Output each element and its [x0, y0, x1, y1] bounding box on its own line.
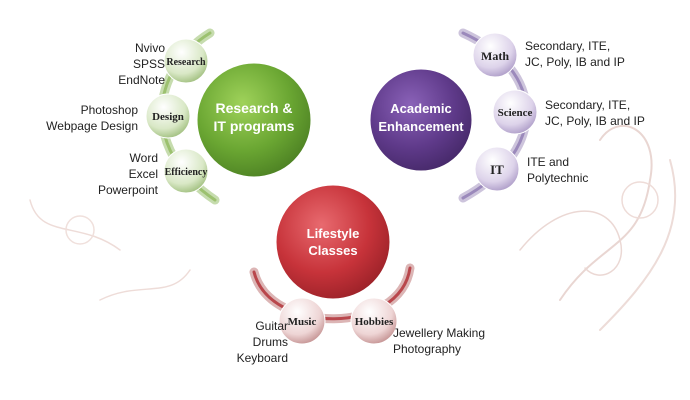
detail-line: Guitar [255, 319, 288, 333]
detail-line: ITE and [527, 155, 570, 169]
academic-hub-title: Academic [390, 101, 451, 116]
academic-node-math: Math [472, 32, 518, 78]
detail-line: Drums [252, 335, 288, 349]
research-hub-circle [196, 62, 312, 178]
detail-line: Webpage Design [46, 119, 138, 133]
lifestyle-node-hobbies: Hobbies [350, 297, 398, 345]
music-details: Guitar Drums Keyboard [237, 318, 288, 366]
academic-hub-title-2: Enhancement [378, 119, 464, 134]
research-hub-title: Research & [215, 100, 292, 116]
hobbies-details: Jewellery Making Photography [393, 325, 485, 357]
academic-node-science: Science [492, 89, 538, 135]
detail-line: Keyboard [236, 351, 288, 365]
lifestyle-hub-circle [275, 184, 391, 300]
detail-line: Polytechnic [527, 171, 589, 185]
detail-line: JC, Poly, IB and IP [545, 114, 645, 128]
efficiency-details: Word Excel Powerpoint [98, 150, 158, 198]
detail-line: SPSS [132, 57, 165, 71]
detail-line: EndNote [118, 73, 165, 87]
design-details: Photoshop Webpage Design [46, 102, 138, 134]
research-hub-title-2: IT programs [214, 118, 295, 134]
lifestyle-connector-arc-inner [252, 266, 412, 321]
detail-line: Excel [128, 167, 158, 181]
research-node-label: Research [166, 57, 206, 68]
academic-node-label: IT [490, 162, 504, 177]
math-details: Secondary, ITE, JC, Poly, IB and IP [525, 38, 625, 70]
lifestyle-node-music: Music [278, 297, 326, 345]
science-details: Secondary, ITE, JC, Poly, IB and IP [545, 97, 645, 129]
detail-line: JC, Poly, IB and IP [525, 55, 625, 69]
academic-node-it: IT [474, 146, 520, 192]
research-node-efficiency: Efficiency [163, 148, 209, 194]
lifestyle-node-label: Hobbies [355, 316, 394, 328]
detail-line: Word [129, 151, 158, 165]
academic-hub-circle [369, 68, 473, 172]
detail-line: Photography [393, 342, 462, 356]
research-node-research: Research [163, 38, 209, 84]
lifestyle-hub-title: Lifestyle [307, 226, 360, 241]
detail-line: Powerpoint [97, 183, 158, 197]
decorative-swirls [29, 124, 677, 331]
detail-line: Nvivo [134, 41, 165, 55]
research-node-design: Design [145, 93, 191, 139]
lifestyle-node-label: Music [288, 316, 317, 328]
it-details: ITE and Polytechnic [527, 154, 588, 186]
research-details: Nvivo SPSS EndNote [118, 40, 165, 88]
lifestyle-hub-title-2: Classes [308, 243, 357, 258]
research-node-label: Design [152, 111, 184, 123]
research-node-label: Efficiency [165, 167, 208, 178]
detail-line: Secondary, ITE, [525, 39, 611, 53]
academic-node-label: Science [498, 107, 533, 119]
detail-line: Photoshop [80, 103, 138, 117]
detail-line: Jewellery Making [393, 326, 486, 340]
detail-line: Secondary, ITE, [545, 98, 631, 112]
academic-node-label: Math [481, 49, 509, 63]
